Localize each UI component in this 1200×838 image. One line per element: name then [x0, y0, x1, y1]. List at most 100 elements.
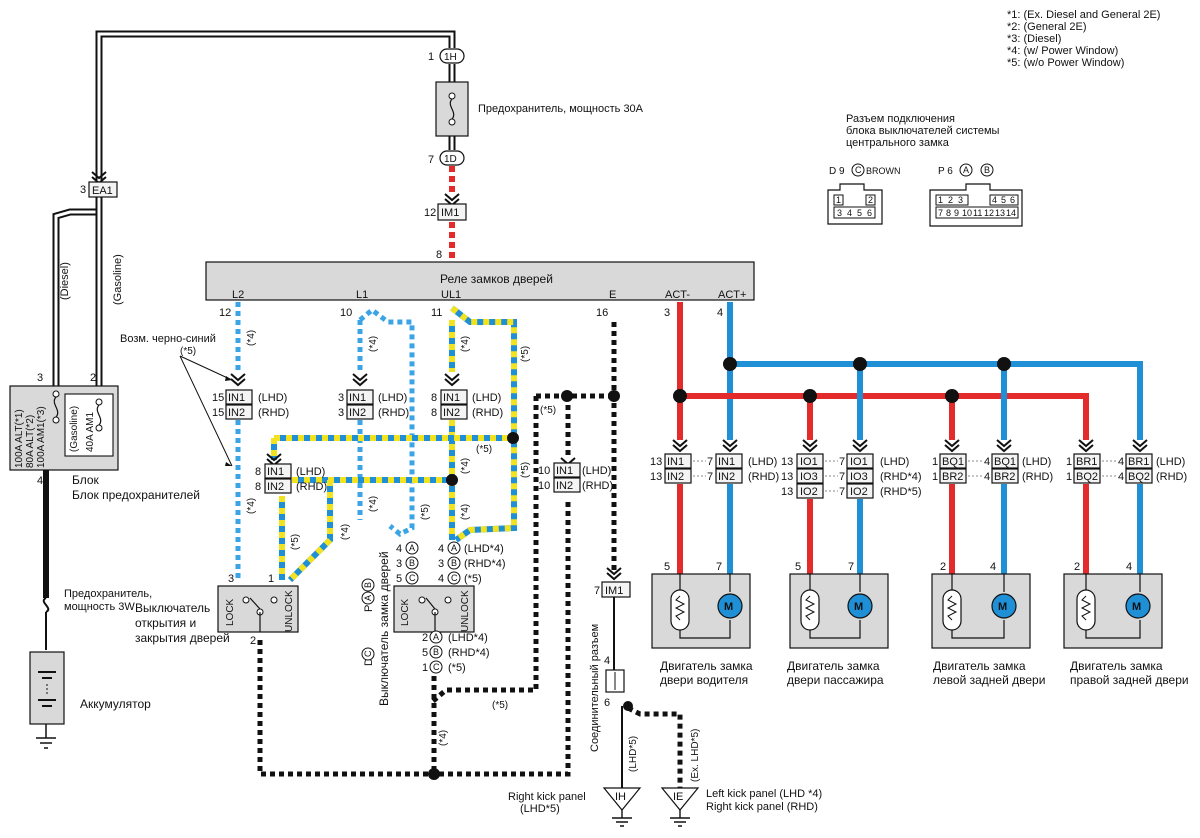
ks-b-2-c: B: [433, 647, 439, 657]
fuse-block-pin-2: 2: [90, 372, 96, 384]
m2-r1-r: 7: [839, 456, 845, 468]
key-switch-p6-a: A: [363, 595, 373, 601]
ks-tr-1-pin: 4: [438, 543, 444, 555]
connector-im1-bottom: [601, 581, 631, 598]
ul1-star-4c: (*4): [460, 504, 471, 520]
door-switch-pin-1: 1: [268, 573, 274, 585]
connector-d9-pinout: D 9 C BROWN 1 2 3 4 5 6: [827, 163, 901, 225]
fuse-alt-1: 100A ALT(*1): [14, 409, 25, 468]
l1-row-1-side: (LHD): [378, 392, 407, 404]
motor-passenger: 13 IO1 7 IO1 (LHD) 13 IO3 7 IO3 (RHD*4) …: [781, 439, 922, 687]
m2-r2-a: IO3: [800, 471, 818, 483]
battery-ground-icon: [36, 724, 56, 749]
key-switch-p6-b: B: [363, 582, 373, 588]
m3-pin-b: 4: [990, 561, 996, 573]
footnote-1: *1: (Ex. Diesel and General 2E): [1007, 9, 1160, 21]
d9-pin-3: 3: [837, 208, 842, 218]
p6-pin-6: 6: [1010, 195, 1015, 205]
m2-r1-l: 13: [781, 456, 793, 468]
motor-driver: 13 IN1 7 IN1 (LHD) 13 IN2 7 IN2 (RHD) 5 …: [650, 439, 779, 687]
m3-r2-r: 4: [984, 471, 990, 483]
connector-1d-label: 1D: [444, 154, 457, 165]
ks-tr-3-c: C: [451, 573, 458, 583]
m4-r1-side: (LHD): [1156, 456, 1185, 468]
m2-r2-side: (RHD*4): [880, 471, 922, 483]
ul1-star-4: (*4): [460, 336, 471, 352]
m3-pin-a: 2: [940, 561, 946, 573]
m3-r2-side: (RHD): [1022, 471, 1053, 483]
connector-1h-label: 1H: [444, 52, 457, 63]
ground-ih: IH Right kick panel (LHD*5): [508, 787, 642, 827]
m3-r1-l: 1: [932, 456, 938, 468]
m4-pin-b: 4: [1126, 561, 1132, 573]
ks-tr-2-side: (RHD*4): [464, 558, 506, 570]
d9-pin-5: 5: [857, 208, 862, 218]
caption-line-2: блока выключателей системы: [846, 125, 1000, 137]
m4-pin-a: 2: [1074, 561, 1080, 573]
relay-pin-act-minus: 3: [664, 307, 670, 319]
door-switch-pin-2: 2: [250, 635, 256, 647]
junction-label: Соединительный разъем: [589, 624, 601, 752]
ground-ie-icon: [660, 787, 700, 811]
mid-star-5: (*5): [290, 534, 301, 550]
ul1-row-1-id: IN1: [443, 392, 460, 404]
l2-row-1-pin: 15: [212, 392, 224, 404]
m4-r1-r: 4: [1118, 456, 1124, 468]
ks-tl-2-c: B: [409, 558, 415, 568]
m4-r2-a: BQ2: [1076, 471, 1098, 483]
m4-r2-b: BQ2: [1128, 471, 1150, 483]
l2-row-2-id: IN2: [228, 407, 245, 419]
m2-r3-r: 7: [839, 486, 845, 498]
ul1-row-1-pin: 8: [431, 392, 437, 404]
ks-tl-1-pin: 4: [396, 543, 402, 555]
p6-pin-5: 5: [1001, 195, 1006, 205]
m4-name-2: правой задней двери: [1070, 673, 1189, 687]
fuse-am1-label: 40A AM1: [85, 412, 96, 452]
door-switch-unlock: UNLOCK: [284, 590, 295, 632]
m3-r1-side: (LHD): [1022, 456, 1051, 468]
m1-name-1: Двигатель замка: [660, 659, 753, 673]
im1-top-label: IM1: [441, 207, 459, 219]
im1-top-pin: 12: [424, 207, 436, 219]
caption-line-3: центрального замка: [846, 137, 950, 149]
e-row-1-id: IN1: [556, 465, 573, 477]
p6-circle-a: A: [963, 165, 969, 175]
ea1-connector-group: 3 EA1 (Diesel) (Gasoline): [59, 171, 124, 305]
e-row-1-side: (LHD): [582, 465, 611, 477]
relay-term-act-plus: ACT+: [718, 289, 746, 301]
m2-r3-a: IO2: [800, 486, 818, 498]
relay-feed-wire: 12 IM1 8: [424, 166, 467, 262]
m2-motor-symbol: M: [854, 601, 863, 613]
m2-name-1: Двигатель замка: [787, 659, 880, 673]
key-switch-lock: LOCK: [400, 598, 411, 626]
relay-input-pin: 8: [436, 249, 442, 261]
m1-r2-l: 13: [650, 471, 662, 483]
l2-star-4: (*4): [246, 330, 257, 346]
door-switch-label-1: Выключатель: [135, 601, 210, 615]
p6-pin-2: 2: [948, 195, 953, 205]
mid-row-2-side: (RHD): [296, 481, 327, 493]
im1-bottom-pin: 7: [594, 585, 600, 597]
p6-pin-4: 4: [992, 195, 997, 205]
pin-1d: 7: [428, 154, 434, 166]
m4-r1-b: BR1: [1128, 456, 1149, 468]
note-wire-label: Возм. черно-синий: [120, 333, 216, 345]
m3-motor-icon: [991, 593, 1017, 619]
m2-r2-l: 13: [781, 471, 793, 483]
m4-motor-symbol: M: [1132, 601, 1141, 613]
connector-1d: [439, 150, 465, 166]
m1-r2-a: IN2: [667, 471, 684, 483]
key-switch-d9-c: C: [363, 650, 373, 657]
connector-im1-top: [437, 203, 467, 221]
junction-mark-left: (LHD*5): [628, 736, 639, 772]
m1-name-2: двери водителя: [660, 673, 748, 687]
relay-term-l2: L2: [232, 289, 244, 301]
ks-b-1-c: A: [433, 632, 439, 642]
relay-term-l1: L1: [356, 289, 368, 301]
door-switch-box: [217, 585, 299, 633]
main-feed-wire: [52, 30, 456, 386]
footnotes: *1: (Ex. Diesel and General 2E) *2: (Gen…: [1007, 9, 1160, 69]
e-star-5: (*5): [540, 405, 556, 416]
ul1-row-2-side: (RHD): [472, 407, 503, 419]
